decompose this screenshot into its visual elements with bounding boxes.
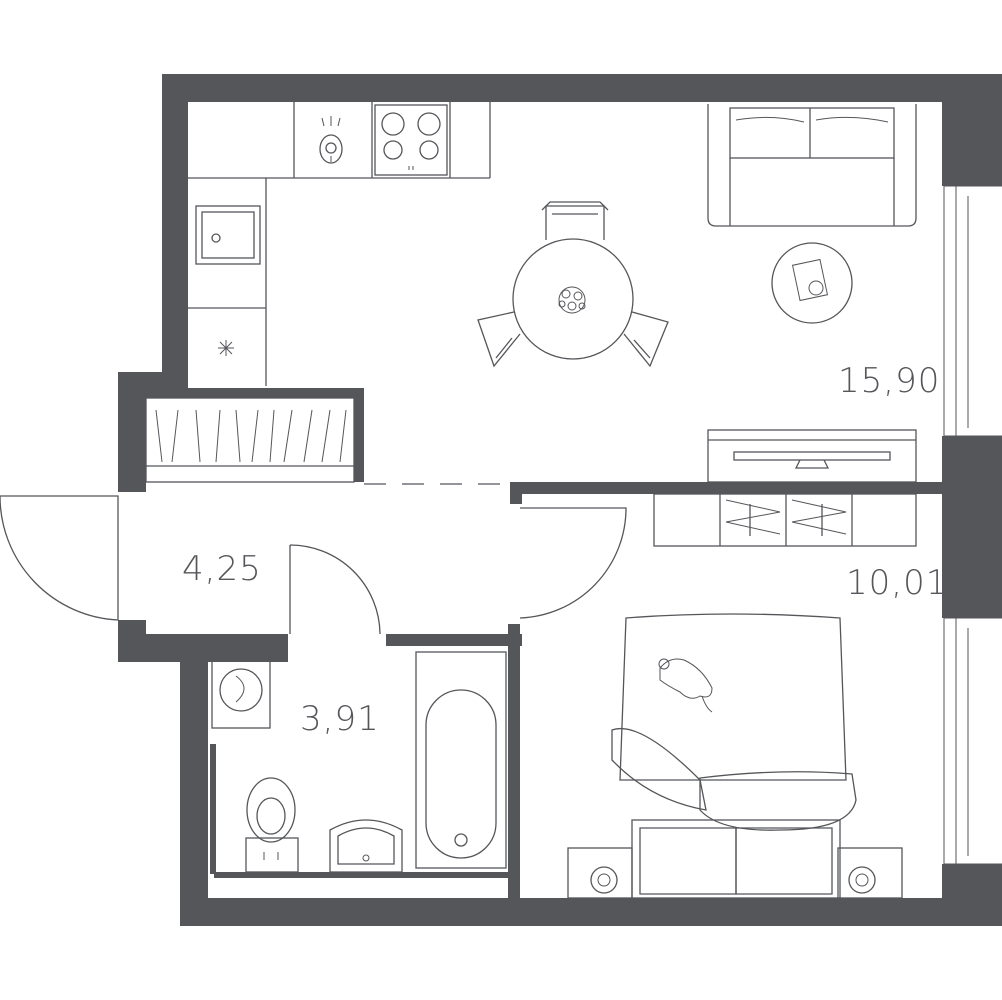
walls [118, 74, 1002, 926]
washbasin-icon [329, 819, 403, 873]
bedroom-wardrobe [653, 493, 917, 547]
bed-icon [611, 613, 857, 899]
toilet-icon [245, 777, 299, 873]
bedroom-area-label: 10,01 [846, 563, 948, 603]
nightstand-right [837, 847, 903, 899]
entrance-door [0, 495, 119, 621]
nightstand-left [567, 847, 633, 899]
hood-icon [319, 116, 343, 164]
window-living [943, 185, 1002, 437]
coffee-table-icon [771, 242, 853, 324]
bathroom-area-label: 3,91 [300, 699, 380, 739]
living-area-label: 15,90 [838, 361, 940, 401]
dining-table-icon [477, 201, 669, 368]
stove-icon [374, 104, 448, 176]
bathtub-icon [415, 651, 507, 869]
sofa-icon [707, 104, 917, 227]
sink-icon [195, 205, 261, 265]
tv-icon [707, 429, 917, 483]
bathroom-door [289, 544, 381, 635]
window-bedroom [943, 617, 1002, 865]
flower-icon [558, 286, 586, 314]
cat-icon [658, 658, 713, 713]
wardrobe-icon [145, 397, 355, 483]
bedroom-door [519, 507, 627, 619]
washing-machine-icon [211, 651, 271, 729]
fridge-icon [218, 340, 234, 356]
kitchen-counter [188, 102, 491, 386]
hallway-area-label: 4,25 [182, 549, 262, 589]
